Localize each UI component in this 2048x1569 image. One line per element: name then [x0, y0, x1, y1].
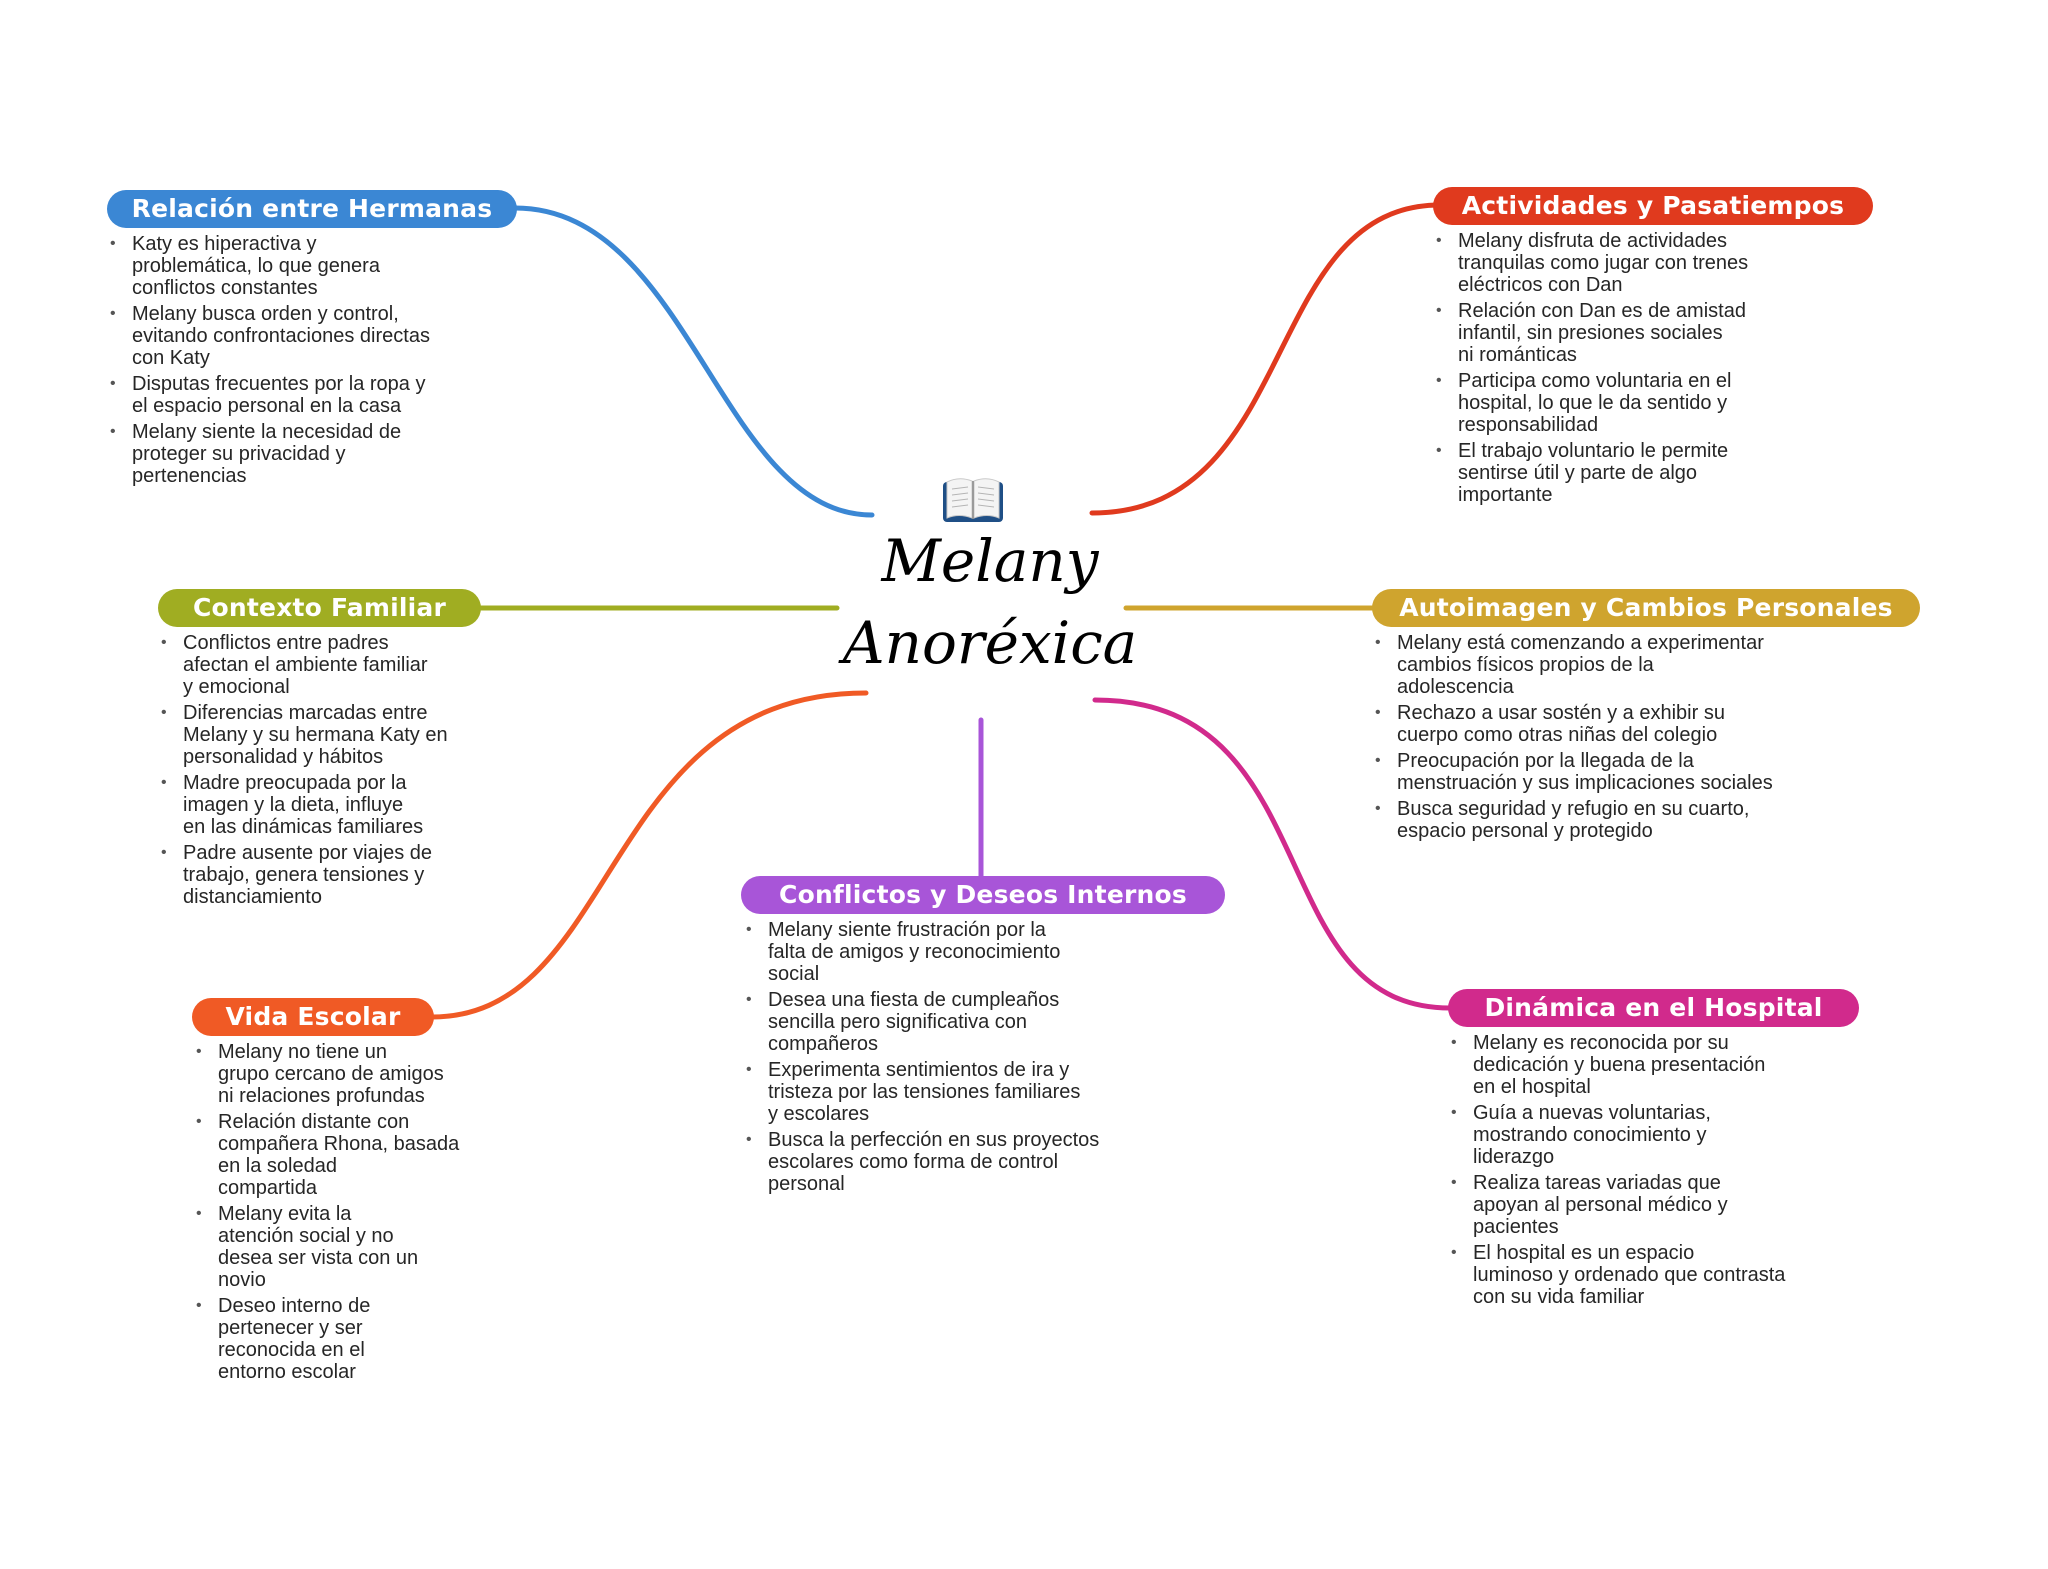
topic-contexto-familiar[interactable]: Contexto Familiar: [158, 589, 481, 627]
connector-actividades: [1089, 202, 1443, 516]
list-actividades-pasatiempos: Melany disfruta de actividades tranquila…: [1436, 230, 1836, 510]
open-book-icon: [943, 478, 1003, 522]
list-item: Melany disfruta de actividades tranquila…: [1436, 230, 1836, 296]
list-item: Melany es reconocida por su dedicación y…: [1451, 1032, 1851, 1098]
central-title-line2: Anoréxica: [842, 609, 1138, 677]
topic-vida-escolar[interactable]: Vida Escolar: [192, 998, 434, 1036]
list-relacion-hermanas: Katy es hiperactiva y problemática, lo q…: [110, 233, 490, 491]
list-item: Deseo interno de pertenecer y ser recono…: [196, 1295, 516, 1383]
list-item: Realiza tareas variadas que apoyan al pe…: [1451, 1172, 1851, 1238]
list-item: Madre preocupada por la imagen y la diet…: [161, 772, 491, 838]
list-item: Padre ausente por viajes de trabajo, gen…: [161, 842, 491, 908]
connector-hospital: [1092, 697, 1453, 1011]
list-item: Guía a nuevas voluntarias, mostrando con…: [1451, 1102, 1851, 1168]
list-vida-escolar: Melany no tiene un grupo cercano de amig…: [196, 1041, 516, 1387]
list-item: Diferencias marcadas entre Melany y su h…: [161, 702, 491, 768]
list-item: Melany no tiene un grupo cercano de amig…: [196, 1041, 516, 1107]
list-item: Desea una fiesta de cumpleaños sencilla …: [746, 989, 1166, 1055]
topic-autoimagen-cambios[interactable]: Autoimagen y Cambios Personales: [1372, 589, 1920, 627]
list-contexto-familiar: Conflictos entre padres afectan el ambie…: [161, 632, 491, 912]
list-conflictos-deseos: Melany siente frustración por la falta d…: [746, 919, 1166, 1199]
list-item: Relación distante con compañera Rhona, b…: [196, 1111, 516, 1199]
list-item: Experimenta sentimientos de ira y triste…: [746, 1059, 1166, 1125]
list-item: El trabajo voluntario le permite sentirs…: [1436, 440, 1836, 506]
connector-escolar: [429, 690, 869, 1020]
list-item: Rechazo a usar sostén y a exhibir su cue…: [1375, 702, 1855, 746]
topic-conflictos-deseos[interactable]: Conflictos y Deseos Internos: [741, 876, 1225, 914]
topic-relacion-hermanas[interactable]: Relación entre Hermanas: [107, 190, 517, 228]
list-item: Busca la perfección en sus proyectos esc…: [746, 1129, 1166, 1195]
topic-dinamica-hospital[interactable]: Dinámica en el Hospital: [1448, 989, 1859, 1027]
list-item: Melany busca orden y control, evitando c…: [110, 303, 490, 369]
list-item: El hospital es un espacio luminoso y ord…: [1451, 1242, 1851, 1308]
topic-actividades-pasatiempos[interactable]: Actividades y Pasatiempos: [1433, 187, 1873, 225]
list-item: Melany siente frustración por la falta d…: [746, 919, 1166, 985]
list-item: Busca seguridad y refugio en su cuarto, …: [1375, 798, 1855, 842]
list-item: Conflictos entre padres afectan el ambie…: [161, 632, 491, 698]
list-autoimagen-cambios: Melany está comenzando a experimentar ca…: [1375, 632, 1855, 846]
list-item: Preocupación por la llegada de la menstr…: [1375, 750, 1855, 794]
list-item: Melany evita la atención social y no des…: [196, 1203, 516, 1291]
list-item: Melany siente la necesidad de proteger s…: [110, 421, 490, 487]
list-item: Participa como voluntaria en el hospital…: [1436, 370, 1836, 436]
list-dinamica-hospital: Melany es reconocida por su dedicación y…: [1451, 1032, 1851, 1312]
connector-relacion: [512, 205, 875, 518]
central-title-line1: Melany: [881, 527, 1099, 595]
list-item: Katy es hiperactiva y problemática, lo q…: [110, 233, 490, 299]
list-item: Melany está comenzando a experimentar ca…: [1375, 632, 1855, 698]
list-item: Disputas frecuentes por la ropa y el esp…: [110, 373, 490, 417]
central-topic: Melany Anoréxica: [820, 520, 1160, 684]
list-item: Relación con Dan es de amistad infantil,…: [1436, 300, 1836, 366]
